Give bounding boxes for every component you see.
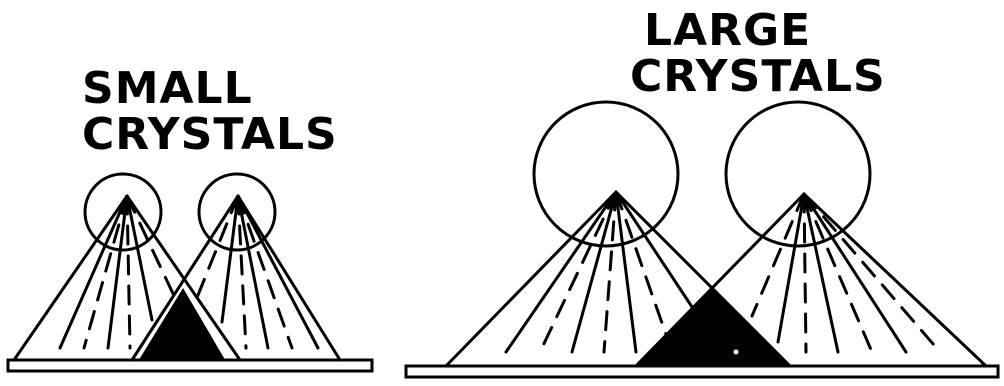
small-crystals-label: SMALL CRYSTALS — [82, 66, 338, 158]
overlap-fleck — [734, 350, 739, 355]
large-base-plate — [406, 366, 998, 377]
large-crystals-label-line2: CRYSTALS — [630, 54, 886, 100]
large-overlap-region — [636, 290, 790, 366]
small-crystals-label-line2: CRYSTALS — [82, 112, 338, 158]
small-base-plate — [8, 360, 372, 371]
large-crystals-label-line1: LARGE — [630, 8, 886, 54]
large-crystals-group — [406, 102, 998, 377]
large-crystals-label: LARGE CRYSTALS — [630, 8, 886, 100]
small-crystals-label-line1: SMALL — [82, 66, 338, 112]
small-crystals-group — [8, 174, 372, 371]
small-overlap-region — [140, 290, 224, 360]
